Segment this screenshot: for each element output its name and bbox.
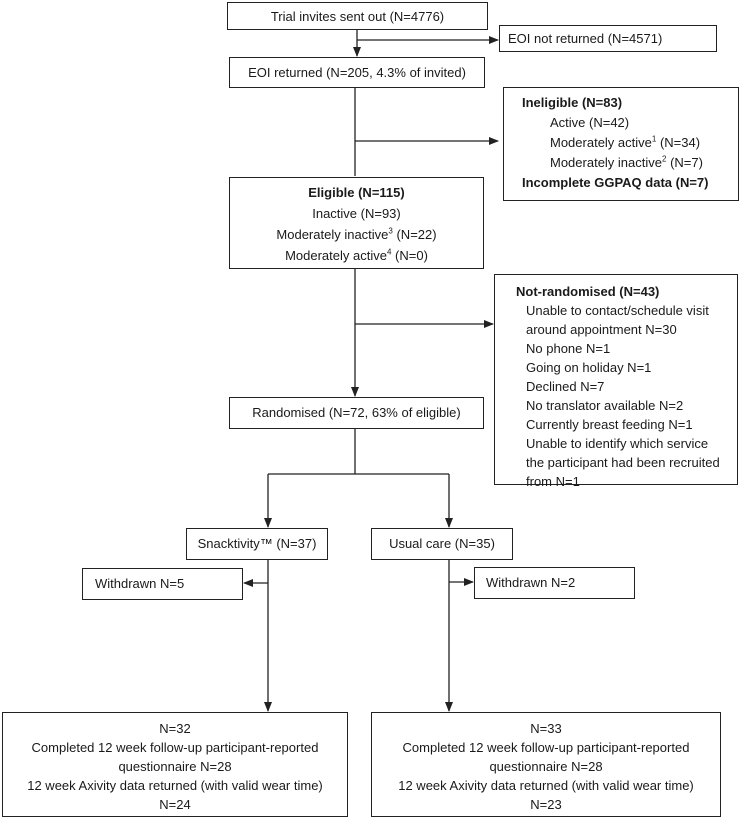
withdrawn-left-text: Withdrawn N=5 — [95, 576, 185, 591]
usual-care-box: Usual care (N=35) — [371, 528, 513, 560]
ineligible-active: Active (N=42) — [550, 115, 630, 130]
outcome-left-axivity: 12 week Axivity data returned (with vali… — [27, 778, 323, 793]
eligible-moderately-inactive: Moderately inactive3 (N=22) — [276, 226, 437, 242]
not-randomised-title: Not-randomised (N=43) — [516, 284, 660, 299]
ineligible-box: Ineligible (N=83) Active (N=42) Moderate… — [503, 87, 739, 201]
eligible-box: Eligible (N=115) Inactive (N=93) Moderat… — [229, 177, 484, 269]
withdrawn-right-box: Withdrawn N=2 — [474, 567, 635, 599]
withdrawn-right-text: Withdrawn N=2 — [486, 575, 576, 590]
eoi-not-returned-box: EOI not returned (N=4571) — [499, 25, 717, 52]
randomised-text: Randomised (N=72, 63% of eligible) — [252, 405, 461, 420]
snacktivity-text: Snacktivity™ (N=37) — [197, 536, 317, 551]
not-randomised-list: Unable to contact/schedule visit around … — [516, 301, 729, 491]
eoi-not-returned-text: EOI not returned (N=4571) — [508, 31, 663, 46]
ineligible-title: Ineligible (N=83) — [522, 95, 623, 110]
invites-box: Trial invites sent out (N=4776) — [227, 2, 488, 30]
not-randomised-item: Unable to identify which service the par… — [526, 436, 720, 489]
not-randomised-item: Going on holiday N=1 — [526, 360, 652, 375]
ineligible-incomplete: Incomplete GGPAQ data (N=7) — [522, 175, 709, 190]
withdrawn-left-box: Withdrawn N=5 — [82, 568, 243, 600]
not-randomised-item: Unable to contact/schedule visit around … — [526, 303, 709, 337]
outcome-right-axivity: 12 week Axivity data returned (with vali… — [398, 778, 694, 793]
eligible-title: Eligible (N=115) — [308, 185, 405, 200]
ineligible-moderately-active: Moderately active1 (N=34) — [550, 134, 701, 150]
outcome-left-box: N=32 Completed 12 week follow-up partici… — [2, 712, 348, 817]
invites-text: Trial invites sent out (N=4776) — [270, 9, 445, 24]
not-randomised-item: Declined N=7 — [526, 379, 605, 394]
outcome-right-completed: Completed 12 week follow-up participant-… — [402, 740, 690, 774]
not-randomised-item: No phone N=1 — [526, 341, 611, 356]
snacktivity-box: Snacktivity™ (N=37) — [186, 528, 328, 560]
randomised-box: Randomised (N=72, 63% of eligible) — [229, 397, 484, 429]
eligible-inactive: Inactive (N=93) — [312, 206, 401, 221]
outcome-left-axivity-n: N=24 — [159, 797, 191, 812]
not-randomised-item: Currently breast feeding N=1 — [526, 417, 693, 432]
eligible-moderately-active: Moderately active4 (N=0) — [285, 247, 428, 263]
outcome-left-completed: Completed 12 week follow-up participant-… — [31, 740, 319, 774]
outcome-right-box: N=33 Completed 12 week follow-up partici… — [371, 712, 721, 817]
eoi-returned-box: EOI returned (N=205, 4.3% of invited) — [229, 57, 485, 88]
outcome-left-n: N=32 — [159, 721, 191, 736]
ineligible-moderately-inactive: Moderately inactive2 (N=7) — [550, 154, 703, 170]
outcome-right-axivity-n: N=23 — [530, 797, 562, 812]
usual-care-text: Usual care (N=35) — [389, 536, 495, 551]
eoi-returned-text: EOI returned (N=205, 4.3% of invited) — [248, 65, 466, 80]
not-randomised-box: Not-randomised (N=43) Unable to contact/… — [494, 274, 738, 489]
outcome-right-n: N=33 — [530, 721, 562, 736]
not-randomised-item: No translator available N=2 — [526, 398, 684, 413]
